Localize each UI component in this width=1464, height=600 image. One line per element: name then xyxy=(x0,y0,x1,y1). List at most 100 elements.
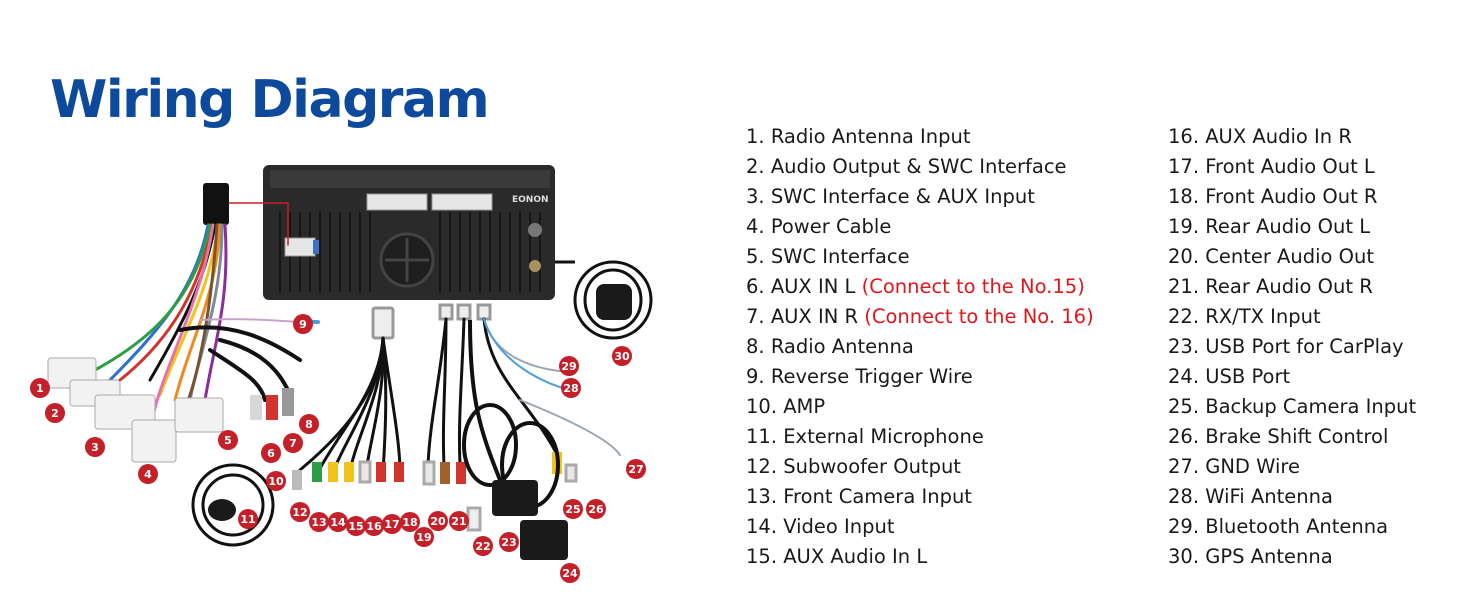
legend-item-26: 26. Brake Shift Control xyxy=(1168,425,1389,448)
callout-4: 4 xyxy=(138,464,158,484)
legend-item-18: 18. Front Audio Out R xyxy=(1168,185,1378,208)
legend-item-28: 28. WiFi Antenna xyxy=(1168,485,1333,508)
svg-text:17: 17 xyxy=(384,518,399,531)
svg-text:29: 29 xyxy=(561,360,576,373)
callouts: 1 2 3 4 5 6 7 8 9 10 11 12 13 14 15 16 1… xyxy=(30,314,646,583)
callout-29: 29 xyxy=(559,356,579,376)
svg-text:19: 19 xyxy=(416,531,431,544)
svg-text:30: 30 xyxy=(614,350,630,363)
legend-item-22: 22. RX/TX Input xyxy=(1168,305,1321,328)
legend-item-17: 17. Front Audio Out L xyxy=(1168,155,1375,178)
legend-item-12: 12. Subwoofer Output xyxy=(746,455,961,478)
wiring-diagram: EONON xyxy=(30,165,653,583)
callout-13: 13 xyxy=(309,512,329,532)
legend-item-19: 19. Rear Audio Out L xyxy=(1168,215,1371,238)
svg-text:16: 16 xyxy=(366,520,382,533)
svg-text:25: 25 xyxy=(565,503,580,516)
svg-text:18: 18 xyxy=(402,516,417,529)
callout-15: 15 xyxy=(346,516,366,536)
callout-5: 5 xyxy=(218,430,238,450)
callout-12: 12 xyxy=(290,502,310,522)
callout-25: 25 xyxy=(563,499,583,519)
legend-item-9: 9. Reverse Trigger Wire xyxy=(746,365,973,388)
svg-text:22: 22 xyxy=(475,540,490,553)
legend-item-21: 21. Rear Audio Out R xyxy=(1168,275,1373,298)
callout-23: 23 xyxy=(499,532,519,552)
legend-item-30: 30. GPS Antenna xyxy=(1168,545,1333,568)
callout-27: 27 xyxy=(626,459,646,479)
callout-3: 3 xyxy=(85,437,105,457)
legend-item-10: 10. AMP xyxy=(746,395,826,418)
page-title: Wiring Diagram xyxy=(50,70,490,130)
callout-20: 20 xyxy=(428,511,448,531)
svg-text:9: 9 xyxy=(299,318,307,331)
svg-text:12: 12 xyxy=(292,506,307,519)
svg-text:8: 8 xyxy=(305,418,313,431)
svg-text:6: 6 xyxy=(267,447,275,460)
head-unit: EONON xyxy=(263,165,555,300)
gps-antenna xyxy=(555,260,653,340)
svg-text:4: 4 xyxy=(144,468,152,481)
callout-2: 2 xyxy=(45,403,65,423)
svg-text:10: 10 xyxy=(268,475,284,488)
callout-10: 10 xyxy=(266,471,286,491)
callout-19: 19 xyxy=(414,527,434,547)
connect-note: (Connect to the No.15) xyxy=(861,275,1085,298)
rca-bundle-2 xyxy=(422,303,621,532)
legend-item-13: 13. Front Camera Input xyxy=(746,485,972,508)
harness-plugs xyxy=(47,357,294,463)
legend-item-1: 1. Radio Antenna Input xyxy=(746,125,971,148)
legend-item-7: 7. AUX IN R (Connect to the No. 16) xyxy=(746,305,1094,328)
callout-21: 21 xyxy=(449,511,469,531)
svg-text:28: 28 xyxy=(563,382,578,395)
legend-item-20: 20. Center Audio Out xyxy=(1168,245,1375,268)
callout-22: 22 xyxy=(473,536,493,556)
callout-30: 30 xyxy=(612,346,632,366)
svg-text:5: 5 xyxy=(224,434,232,447)
microphone xyxy=(191,463,275,547)
callout-9: 9 xyxy=(293,314,313,334)
callout-1: 1 xyxy=(30,378,50,398)
legend-item-4: 4. Power Cable xyxy=(746,215,892,238)
callout-7: 7 xyxy=(283,433,303,453)
legend-item-14: 14. Video Input xyxy=(746,515,895,538)
legend-item-11: 11. External Microphone xyxy=(746,425,984,448)
usb-cables xyxy=(462,319,568,560)
callout-18: 18 xyxy=(400,512,420,532)
svg-text:27: 27 xyxy=(628,463,643,476)
svg-text:2: 2 xyxy=(51,407,59,420)
legend-right: 16. AUX Audio In R 17. Front Audio Out L… xyxy=(1168,122,1416,572)
svg-text:15: 15 xyxy=(348,520,363,533)
callout-6: 6 xyxy=(261,443,281,463)
legend-item-5: 5. SWC Interface xyxy=(746,245,910,268)
svg-text:21: 21 xyxy=(451,515,466,528)
svg-text:7: 7 xyxy=(289,437,297,450)
legend-left: 1. Radio Antenna Input 2. Audio Output &… xyxy=(746,122,1094,572)
legend-item-2: 2. Audio Output & SWC Interface xyxy=(746,155,1067,178)
rca-bundle xyxy=(292,306,404,490)
legend-item-24: 24. USB Port xyxy=(1168,365,1291,388)
legend-item-29: 29. Bluetooth Antenna xyxy=(1168,515,1389,538)
svg-text:3: 3 xyxy=(91,441,99,454)
callout-8: 8 xyxy=(299,414,319,434)
legend-item-25: 25. Backup Camera Input xyxy=(1168,395,1417,418)
callout-24: 24 xyxy=(560,563,580,583)
legend-item-23: 23. USB Port for CarPlay xyxy=(1168,335,1404,358)
callout-26: 26 xyxy=(586,499,606,519)
legend-item-8: 8. Radio Antenna xyxy=(746,335,914,358)
callout-14: 14 xyxy=(328,512,348,532)
svg-text:24: 24 xyxy=(562,567,578,580)
svg-text:13: 13 xyxy=(311,516,326,529)
svg-text:14: 14 xyxy=(330,516,346,529)
connect-note: (Connect to the No. 16) xyxy=(864,305,1094,328)
brand-logo: EONON xyxy=(512,195,549,205)
callout-17: 17 xyxy=(382,514,402,534)
legend-item-15: 15. AUX Audio In L xyxy=(746,545,928,568)
legend-item-3: 3. SWC Interface & AUX Input xyxy=(746,185,1035,208)
svg-text:23: 23 xyxy=(501,536,516,549)
svg-text:11: 11 xyxy=(240,513,255,526)
legend-item-27: 27. GND Wire xyxy=(1168,455,1300,478)
callout-28: 28 xyxy=(561,378,581,398)
legend-item-16: 16. AUX Audio In R xyxy=(1168,125,1352,148)
svg-text:26: 26 xyxy=(588,503,604,516)
